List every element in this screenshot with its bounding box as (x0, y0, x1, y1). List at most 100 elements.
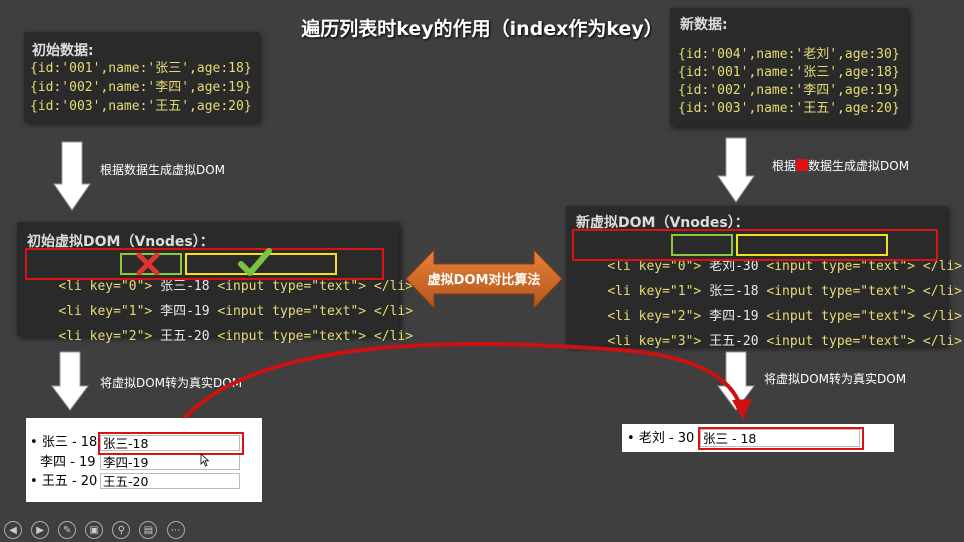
li-close-tag: </li> (922, 259, 963, 274)
new-data-panel: 新数据: {id:'004',name:'老刘',age:30} {id:'00… (670, 8, 908, 126)
pen-icon[interactable]: ✎ (58, 521, 77, 539)
li-open-tag: <li key="2"> (607, 309, 702, 324)
new-vdom-heading: 新虚拟DOM（Vnodes）： (576, 215, 749, 231)
new-vdom-panel: 新虚拟DOM（Vnodes）： <li key="0"> 老刘-30 <inpu… (566, 206, 962, 349)
new-data-line: {id:'003',name:'王五',age:20} (678, 101, 900, 116)
li-text: 李四-19 (709, 309, 759, 324)
text-input[interactable]: 张三-18 (100, 435, 240, 451)
slides-icon[interactable]: ▣ (85, 521, 104, 539)
li-open-tag: <li key="3"> (607, 334, 702, 349)
input-highlight-red (98, 432, 244, 455)
input-tag: <input type="text"> (766, 334, 916, 349)
down-arrow-icon (53, 141, 91, 211)
vdom-row: <li key="2"> 李四-19 <input type="text"> <… (576, 284, 962, 324)
list-item: 李四 - 19 (40, 454, 96, 471)
input-tag: <input type="text"> (766, 259, 916, 274)
vdom-row: <li key="3"> 王五-20 <input type="text"> <… (576, 309, 962, 349)
input-tag: <input type="text"> (217, 304, 367, 319)
note-generate-new-pre: 根据 (772, 159, 797, 173)
initial-vdom-heading: 初始虚拟DOM（Vnodes）： (27, 234, 214, 250)
text-highlight-green (120, 253, 182, 275)
text-input[interactable]: 王五-20 (100, 473, 240, 489)
input-tag: <input type="text"> (217, 279, 367, 294)
vdom-row: <li key="0"> 张三-18 <input type="text"> <… (27, 254, 413, 294)
initial-data-line: {id:'001',name:'张三',age:18} (30, 61, 252, 76)
li-text: 张三-18 (709, 284, 759, 299)
down-arrow-icon (717, 351, 755, 411)
note-generate-initial: 根据数据生成虚拟DOM (100, 163, 226, 177)
bullet: • (30, 435, 38, 450)
note-to-real-left: 将虚拟DOM转为真实DOM (100, 376, 243, 390)
vdom-row: <li key="2"> 王五-20 <input type="text"> <… (27, 304, 413, 344)
cross-icon (136, 252, 160, 276)
previous-icon[interactable]: ◀ (4, 521, 22, 539)
li-text: 张三-18 (160, 279, 210, 294)
input-tag: <input type="text"> (766, 284, 916, 299)
new-marker (796, 159, 809, 171)
new-data-line: {id:'004',name:'老刘',age:30} (678, 47, 900, 62)
real-dom-right: • 老刘 - 30 张三 - 18 (622, 424, 894, 452)
initial-vdom-panel: 初始虚拟DOM（Vnodes）： <li key="0"> 张三-18 <inp… (17, 222, 413, 344)
li-open-tag: <li key="2"> (58, 329, 153, 344)
presentation-toolbar: ◀ ▶ ✎ ▣ ⚲ ▤ ⋯ (4, 518, 189, 539)
list-item-label: 李四 - 19 (40, 455, 96, 470)
li-open-tag: <li key="0"> (58, 279, 153, 294)
note-generate-new: 根据数据生成虚拟DOM (772, 157, 909, 174)
more-icon[interactable]: ⋯ (166, 521, 185, 539)
li-close-tag: </li> (373, 329, 414, 344)
vdom-row: <li key="0"> 老刘-30 <input type="text"> <… (576, 234, 962, 274)
note-to-real-right: 将虚拟DOM转为真实DOM (764, 372, 907, 386)
input-tag: <input type="text"> (217, 329, 367, 344)
list-item: • 王五 - 20 (30, 473, 97, 490)
row-highlight-red (572, 229, 938, 261)
diff-double-arrow-icon (405, 248, 563, 310)
page-title: 遍历列表时key的作用（index作为key） (301, 18, 663, 40)
list-item-label: 王五 - 20 (41, 474, 98, 489)
input-highlight-yellow (736, 234, 888, 256)
li-open-tag: <li key="1"> (607, 284, 702, 299)
real-dom-left: • 张三 - 18 张三-18 李四 - 19 李四-19 • 王五 - 20 … (26, 418, 262, 502)
down-arrow-icon (717, 137, 755, 203)
check-icon (238, 248, 272, 276)
bullet: • (30, 474, 38, 489)
li-close-tag: </li> (922, 284, 963, 299)
new-data-line: {id:'002',name:'李四',age:19} (678, 83, 900, 98)
list-item-label: 老刘 - 30 (638, 431, 695, 446)
initial-data-heading: 初始数据: (32, 43, 94, 59)
li-close-tag: </li> (922, 309, 963, 324)
subtitles-icon[interactable]: ▤ (139, 521, 158, 539)
row-highlight-red (25, 248, 384, 280)
initial-data-line: {id:'003',name:'王五',age:20} (30, 99, 252, 114)
li-close-tag: </li> (922, 334, 963, 349)
new-data-heading: 新数据: (680, 17, 728, 33)
zoom-icon[interactable]: ⚲ (112, 521, 131, 539)
li-open-tag: <li key="0"> (607, 259, 702, 274)
text-input[interactable]: 张三 - 18 (700, 429, 860, 447)
li-close-tag: </li> (373, 304, 414, 319)
initial-data-line: {id:'002',name:'李四',age:19} (30, 80, 252, 95)
new-data-line: {id:'001',name:'张三',age:18} (678, 65, 900, 80)
down-arrow-icon (51, 351, 89, 411)
list-item-label: 张三 - 18 (41, 435, 98, 450)
next-icon[interactable]: ▶ (31, 521, 50, 539)
li-close-tag: </li> (373, 279, 414, 294)
vdom-row: <li key="1"> 李四-19 <input type="text"> <… (27, 279, 413, 319)
li-open-tag: <li key="1"> (58, 304, 153, 319)
note-generate-new-post: 数据生成虚拟DOM (808, 159, 910, 173)
li-text: 李四-19 (160, 304, 210, 319)
input-highlight-red (698, 427, 864, 450)
input-highlight-yellow (185, 253, 337, 275)
list-item: • 张三 - 18 (30, 434, 97, 451)
bullet: • (627, 431, 635, 446)
li-text: 王五-20 (160, 329, 210, 344)
initial-data-panel: 初始数据: {id:'001',name:'张三',age:18} {id:'0… (24, 32, 259, 122)
cursor-icon (200, 453, 210, 467)
diff-label: 虚拟DOM对比算法 (427, 273, 541, 288)
vdom-row: <li key="1"> 张三-18 <input type="text"> <… (576, 259, 962, 299)
text-input[interactable]: 李四-19 (100, 454, 240, 470)
text-highlight-green (671, 234, 733, 256)
input-tag: <input type="text"> (766, 309, 916, 324)
li-text: 王五-20 (709, 334, 759, 349)
list-item: • 老刘 - 30 (627, 430, 694, 447)
li-text: 老刘-30 (709, 259, 759, 274)
